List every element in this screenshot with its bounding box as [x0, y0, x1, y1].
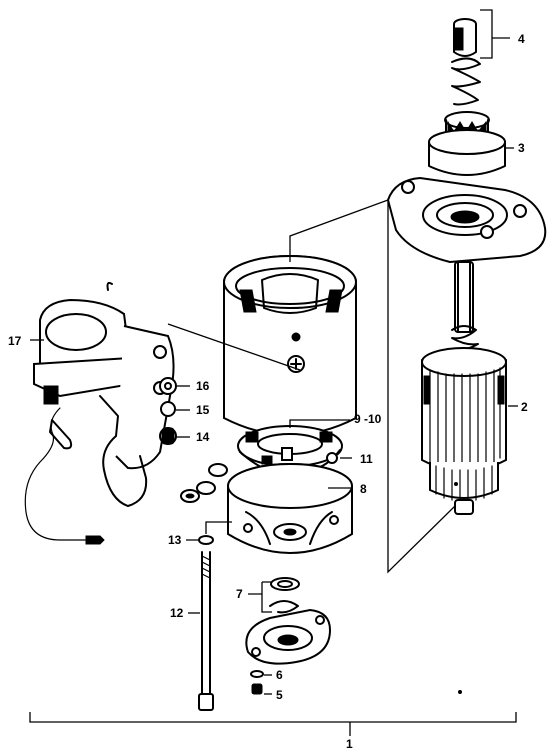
- callout-6: 6: [276, 668, 283, 682]
- callout-9-10: 9 -10: [354, 412, 382, 426]
- part-14-16-solenoid-hardware: [159, 377, 177, 445]
- callout-16: 16: [196, 379, 210, 393]
- part-7-washers: [269, 577, 300, 614]
- callout-11: 11: [360, 452, 373, 466]
- part-17-solenoid: [33, 281, 175, 507]
- callout-13: 13: [168, 533, 182, 547]
- callout-1: 1: [346, 737, 353, 751]
- callout-3: 3: [518, 141, 525, 155]
- lead-wire: [24, 407, 105, 545]
- loose-nuts-washers: [180, 463, 228, 503]
- part-8-commutator-end-frame: [227, 463, 353, 554]
- callout-14: 14: [196, 430, 210, 444]
- callout-12: 12: [170, 606, 184, 620]
- drive-end-housing: [386, 176, 547, 264]
- part-3-pinion-gear: [428, 111, 506, 176]
- callout-4: 4: [518, 32, 525, 46]
- callout-8: 8: [360, 482, 367, 496]
- part-5-6-screw-washer: [250, 670, 264, 695]
- callout-7: 7: [236, 587, 243, 601]
- end-cap-plate: [245, 608, 332, 665]
- callout-5: 5: [276, 688, 283, 702]
- part-4-spring-cap: [451, 18, 481, 106]
- yoke-field-frame: [223, 255, 357, 436]
- part-12-13-through-bolt: [198, 535, 214, 711]
- part-2-armature: [421, 261, 507, 515]
- leader-lines: [29, 9, 518, 736]
- callout-15: 15: [196, 403, 210, 417]
- callout-17: 17: [8, 334, 22, 348]
- callout-2: 2: [521, 400, 528, 414]
